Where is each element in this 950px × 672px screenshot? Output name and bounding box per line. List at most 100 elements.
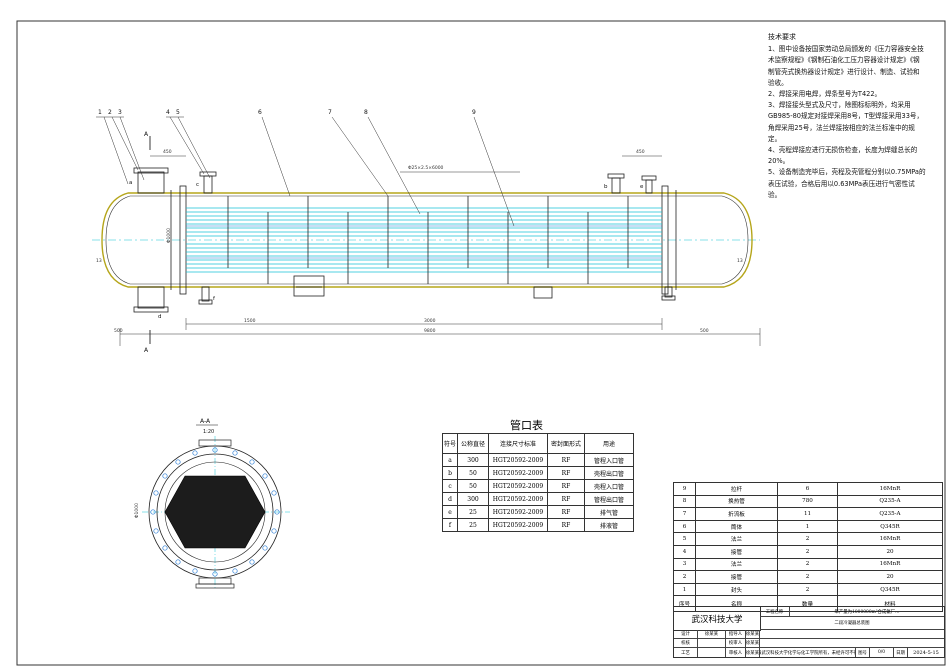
nozzle-header: 连接尺寸标准 — [488, 433, 548, 454]
bom-cell: Q345R — [837, 519, 943, 534]
role-check: 校核 — [674, 639, 698, 648]
tech-item: 3、焊接接头型式及尺寸，除图标标明外，均采用GB985-80规定对接焊采用8号，… — [768, 101, 924, 143]
bom-header: 材料 — [837, 595, 943, 613]
table-cell: 壳程出口管 — [584, 466, 634, 480]
role-sign: 徐某某 — [746, 639, 760, 648]
section-view-aa: A-A 1:20 Φ1000 — [134, 418, 290, 589]
bolt-holes — [150, 447, 280, 577]
role-label: 审核人 — [726, 648, 746, 657]
bom-cell: 6 — [673, 519, 696, 534]
nozzle-e — [641, 175, 657, 194]
bom-cell: 换热管 — [695, 494, 778, 509]
table-cell: RF — [547, 518, 585, 532]
bom-cell: 11 — [777, 507, 838, 521]
nozzle-a — [133, 167, 169, 194]
bom-cell: 2 — [777, 582, 838, 597]
person-blank — [698, 639, 726, 648]
tech-title: 技术要求 — [768, 33, 796, 41]
table-cell: e — [442, 505, 458, 519]
bom-cell: 3 — [673, 557, 696, 572]
tech-item: 1、图中设备按国家劳动总局颁发的《压力容器安全技术监察规程》《钢制石油化工压力容… — [768, 45, 924, 87]
bom-header-row: 序号名称数量材料 — [673, 595, 943, 613]
bom-cell: 接管 — [695, 570, 778, 584]
tech-item: 2、焊接采用电焊，焊条型号为T422。 — [768, 90, 882, 99]
dim-tube-spec: Φ25×2.5×6000 — [408, 165, 444, 171]
callout-7: 7 — [328, 109, 332, 116]
bom-cell: 2 — [777, 557, 838, 572]
nozzle-mark-b: b — [604, 184, 608, 190]
blank-row — [760, 630, 944, 639]
section-mark-bottom: A — [144, 347, 149, 354]
nozzle-f — [198, 286, 676, 305]
tube-bundle — [186, 207, 662, 273]
dim-shell-span-left: 1500 — [244, 318, 256, 324]
nozzle-header: 符号 — [442, 433, 458, 454]
table-cell: 300 — [457, 492, 489, 506]
nozzle-mark-e: e — [640, 184, 644, 190]
bom-cell: 5 — [673, 532, 696, 546]
callout-1: 1 — [98, 109, 102, 116]
bom-cell: 6 — [777, 482, 838, 496]
copyright-note: 本图纸版权归武汉科技大学化学与化工学院所有，未经许可不得复印或转载 — [760, 648, 856, 657]
date-label: 日期 — [894, 648, 908, 657]
bom-cell: Q235-A — [837, 507, 943, 521]
table-cell: 50 — [457, 479, 489, 493]
dim-shell-diameter: Φ1000 — [166, 228, 172, 243]
baffles — [227, 196, 629, 284]
nozzle-c — [199, 171, 217, 194]
role-label: 指导人 — [726, 630, 746, 639]
table-cell: RF — [547, 505, 585, 519]
dim-baffle-span: 3000 — [424, 318, 436, 324]
table-cell: 管程入口管 — [584, 453, 634, 467]
main-elevation-view: 13 13 Φ1000 Φ25×2.5×6000 450 450 500 150… — [92, 109, 761, 354]
section-mark-top: A — [144, 131, 149, 138]
table-cell: HGT20592-2009 — [488, 479, 548, 493]
bom-cell: 16MnR — [837, 482, 943, 496]
tag-right-13: 13 — [737, 258, 743, 264]
drawing-date: 2024-5-15 — [913, 649, 939, 656]
table-cell: 300 — [457, 453, 489, 467]
bom-cell: 1 — [673, 582, 696, 597]
project-label: 工程名称 — [760, 607, 790, 617]
nozzle-b — [607, 173, 625, 194]
dim-overall: 9800 — [424, 328, 436, 334]
callout-5: 5 — [176, 109, 180, 116]
table-cell: 排气管 — [584, 505, 634, 519]
nozzle-mark-f: f — [213, 296, 216, 302]
role-design: 设计 — [674, 630, 698, 639]
bom-cell: 法兰 — [695, 532, 778, 546]
person-blank — [698, 648, 726, 657]
bom-cell: 7 — [673, 507, 696, 521]
nozzle-d — [133, 286, 169, 313]
bom-cell: 20 — [837, 544, 943, 559]
table-cell: c — [442, 479, 458, 493]
bom-cell: 2 — [673, 570, 696, 584]
section-scale: 1:20 — [203, 429, 214, 435]
bom-cell: 780 — [777, 494, 838, 509]
section-title: A-A — [200, 418, 211, 425]
bom-header: 名称 — [695, 595, 778, 613]
table-cell: RF — [547, 453, 585, 467]
table-cell: RF — [547, 466, 585, 480]
nozzle-mark-d: d — [158, 314, 162, 320]
bom-cell: 筒体 — [695, 519, 778, 534]
dim-nozzle-a-offset: 450 — [163, 149, 172, 155]
drawing-no-label: 图号 — [856, 648, 870, 657]
bom-cell: 封头 — [695, 582, 778, 597]
table-cell: b — [442, 466, 458, 480]
saddle-supports — [293, 275, 553, 299]
callout-6: 6 — [258, 109, 262, 116]
tube-layout-hex — [164, 475, 266, 549]
